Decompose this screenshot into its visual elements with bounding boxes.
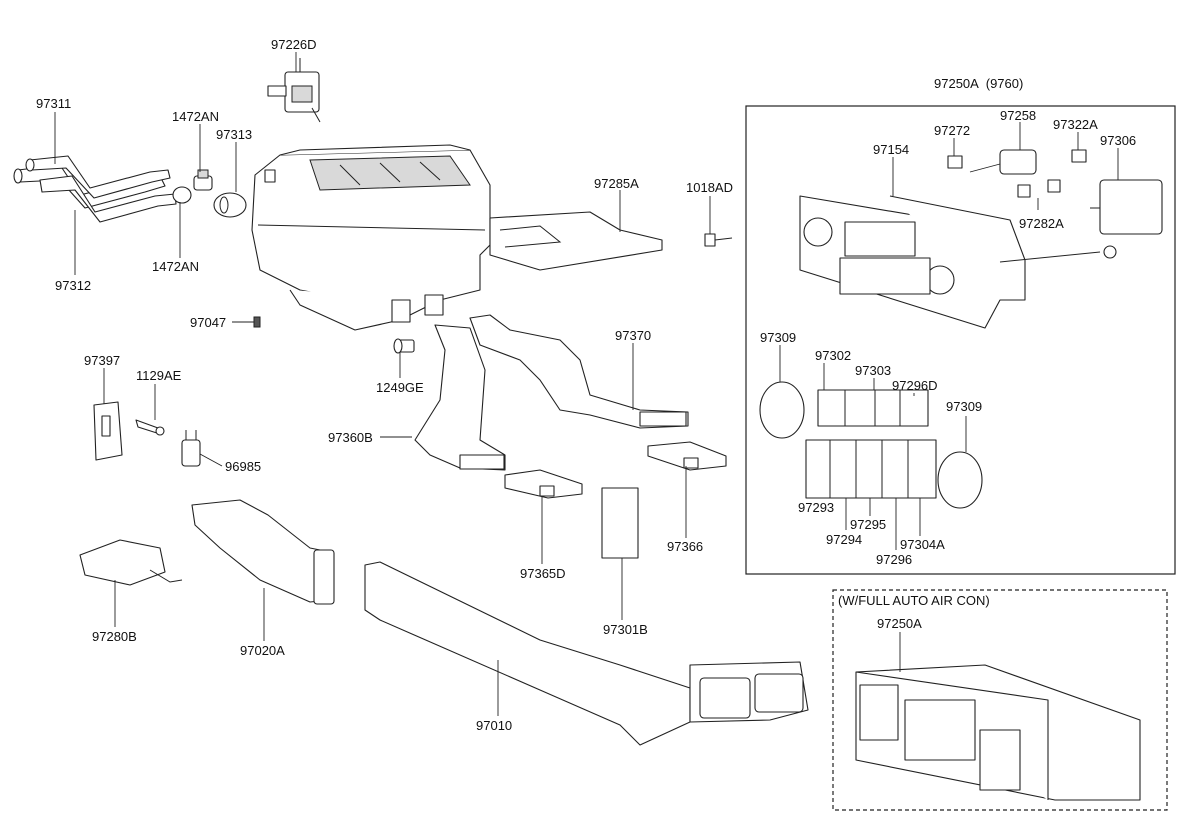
label-97306: 97306 [1100, 133, 1136, 148]
hose-clamps [172, 169, 247, 218]
side-vent-duct-97020a [191, 499, 335, 605]
label-97250a-main-number: 97250A [934, 76, 979, 91]
filter-97301b [601, 487, 639, 559]
label-97366: 97366 [667, 539, 703, 554]
clip-97047 [253, 316, 261, 328]
label-97272: 97272 [934, 123, 970, 138]
label-97301b: 97301B [603, 622, 648, 637]
control-knobs-and-buttons [759, 381, 983, 509]
label-97250a-main-ref: (9760) [986, 76, 1024, 91]
auto-aircon-inset-frame [832, 589, 1168, 811]
bracket-97280b [79, 539, 183, 586]
label-97322a: 97322A [1053, 117, 1098, 132]
label-97313: 97313 [216, 127, 252, 142]
defroster-duct [489, 211, 663, 271]
label-1018ad: 1018AD [686, 180, 733, 195]
label-97282a: 97282A [1019, 216, 1064, 231]
label-97295: 97295 [850, 517, 886, 532]
label-97365d: 97365D [520, 566, 566, 581]
label-97285a: 97285A [594, 176, 639, 191]
label-97010: 97010 [476, 718, 512, 733]
duct-97366 [647, 441, 727, 471]
label-97312: 97312 [55, 278, 91, 293]
blower-motor-97258 [969, 149, 1037, 175]
heater-pipes [13, 155, 177, 223]
auto-aircon-control-unit [855, 664, 1141, 801]
label-96985: 96985 [225, 459, 261, 474]
label-97293: 97293 [798, 500, 834, 515]
label-97370: 97370 [615, 328, 651, 343]
heater-unit [251, 144, 491, 331]
leader-lines [54, 52, 1119, 716]
label-97154: 97154 [873, 142, 909, 157]
label-97303: 97303 [855, 363, 891, 378]
label-97020a: 97020A [240, 643, 285, 658]
bolt-1249ge [393, 338, 415, 354]
label-97250a-main: 97250A (9760) [934, 76, 1023, 91]
control-panel-assembly [799, 195, 1117, 329]
screw-1018ad [704, 233, 733, 247]
sensor-parts [93, 401, 201, 467]
duct-97365d [504, 469, 583, 499]
inset-note: (W/FULL AUTO AIR CON) [838, 593, 990, 608]
screws-97272-97322a-97282a [947, 149, 1087, 198]
label-97397: 97397 [84, 353, 120, 368]
label-97047: 97047 [190, 315, 226, 330]
label-97302: 97302 [815, 348, 851, 363]
label-1249ge: 1249GE [376, 380, 424, 395]
label-97258: 97258 [1000, 108, 1036, 123]
label-97304a: 97304A [900, 537, 945, 552]
label-97294: 97294 [826, 532, 862, 547]
label-1472an-bottom: 1472AN [152, 259, 199, 274]
label-97296: 97296 [876, 552, 912, 567]
label-97250a-inset: 97250A [877, 616, 922, 631]
label-1472an-top: 1472AN [172, 109, 219, 124]
sensor-97306 [1090, 179, 1163, 235]
mode-actuator [267, 58, 321, 123]
label-97309-left: 97309 [760, 330, 796, 345]
label-97280b: 97280B [92, 629, 137, 644]
center-vent-duct-97010 [364, 561, 809, 746]
rear-floor-ducts [414, 314, 689, 471]
control-panel-frame [745, 105, 1176, 575]
label-97360b: 97360B [328, 430, 373, 445]
label-97226d: 97226D [271, 37, 317, 52]
label-1129ae: 1129AE [136, 368, 182, 383]
label-97296d: 97296D [892, 378, 938, 393]
label-97309-right: 97309 [946, 399, 982, 414]
label-97311: 97311 [36, 96, 71, 111]
